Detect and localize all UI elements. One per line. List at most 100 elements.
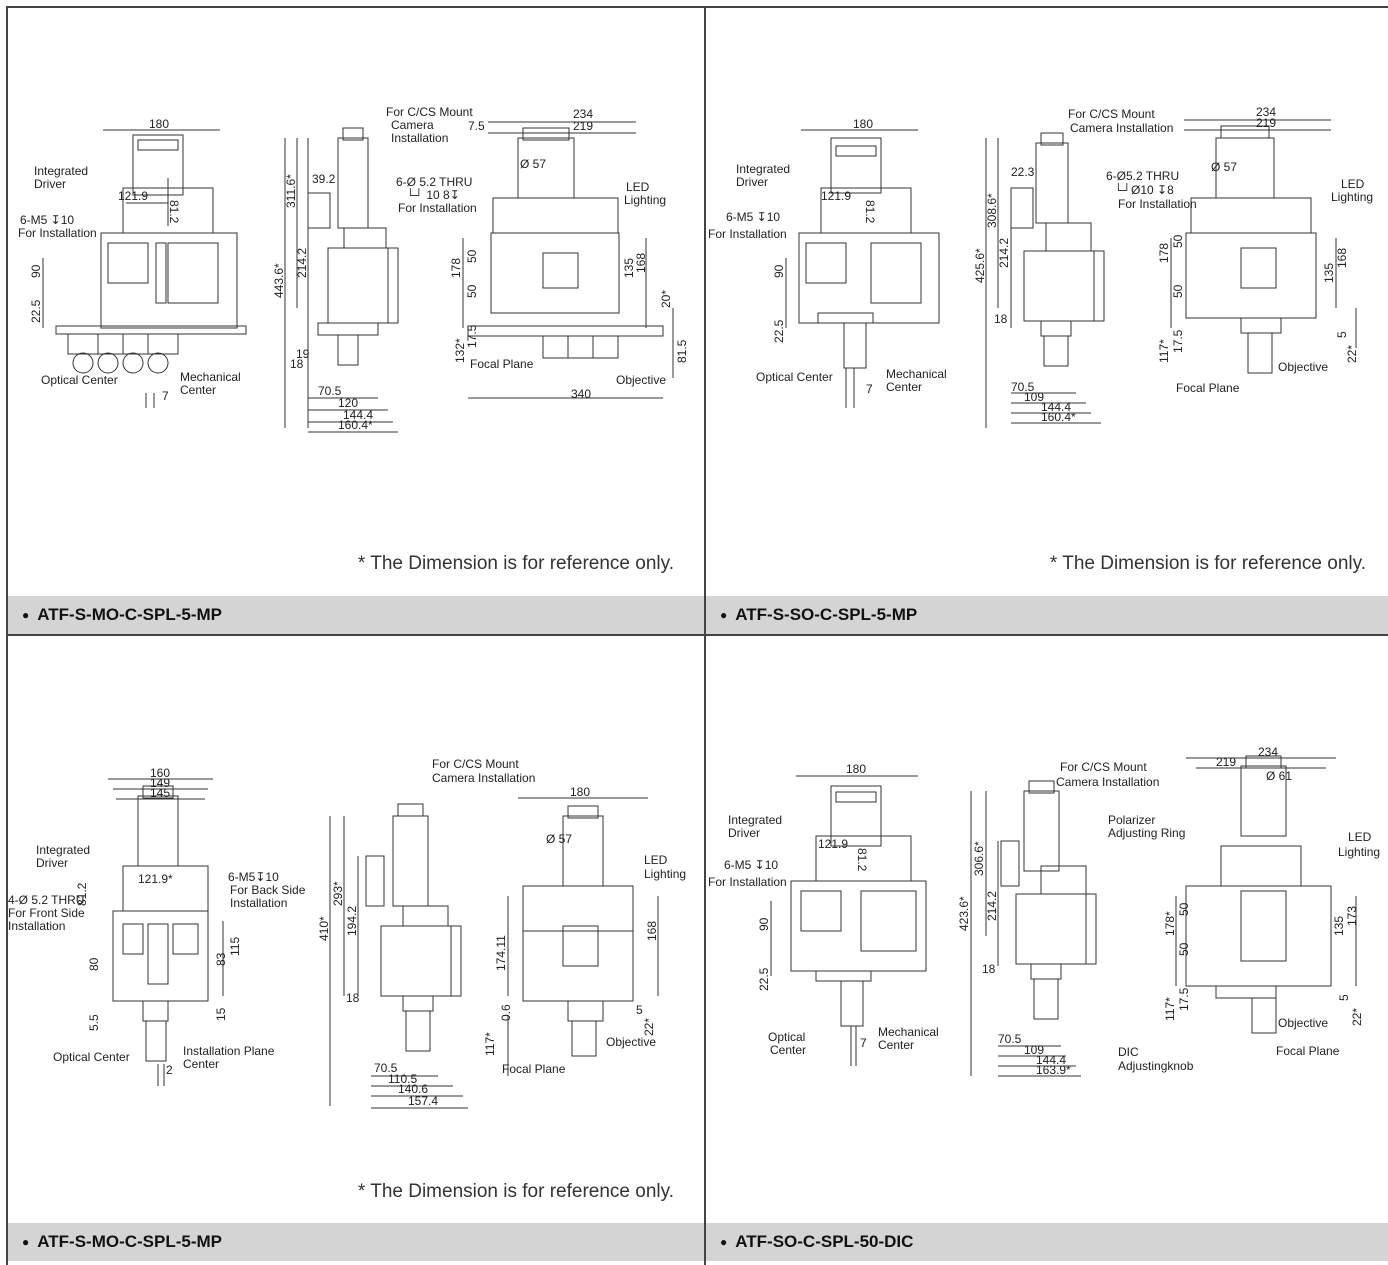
label-driver: Driver (728, 826, 760, 840)
dim-22-5: 22.5 (757, 967, 771, 991)
dim-214-2: 214.2 (295, 248, 309, 278)
label-cmount-2: Camera (391, 118, 434, 132)
label-lighting: Lighting (624, 193, 666, 207)
dim-214-2: 214.2 (997, 238, 1011, 268)
back-view (462, 121, 674, 399)
dim-214-2: 214.2 (985, 891, 999, 921)
label-dic: DIC (1118, 1045, 1139, 1059)
dim-70-5: 70.5 (374, 1061, 398, 1075)
label-driver: Driver (36, 856, 68, 870)
caption-text: ATF-S-MO-C-SPL-5-MP (37, 1232, 223, 1251)
label-objective: Objective (1278, 1016, 1328, 1030)
dim-7-5: 7.5 (468, 119, 485, 133)
dim-70-5: 70.5 (318, 384, 342, 398)
dim-20: 20* (659, 290, 673, 308)
dim-144-4: 144.4 (1036, 1053, 1066, 1067)
label-focal-plane: Focal Plane (470, 357, 534, 371)
dim-18: 18 (994, 312, 1008, 326)
dim-145: 145 (150, 786, 170, 800)
dim-110-5: 110.5 (388, 1072, 417, 1086)
dim-90: 90 (772, 264, 786, 278)
label-led: LED (1348, 830, 1372, 844)
dim-22: 22* (1350, 1008, 1364, 1026)
label-m5: 6-M5 ↧10 (726, 210, 780, 224)
dim-168: 168 (634, 253, 648, 273)
dim-50-a: 50 (1171, 234, 1185, 248)
side-view (329, 803, 468, 1109)
reference-note: * The Dimension is for reference only. (357, 553, 674, 574)
front-view (770, 775, 927, 1066)
label-thru-2: └┘ 10 8↧ (406, 188, 460, 202)
back-view (1170, 119, 1357, 374)
bullet-icon: ● (720, 1235, 728, 1249)
dim-308-6: 308.6* (985, 193, 999, 228)
label-cmount-1: For C/CS Mount (432, 757, 519, 771)
bullet-icon: ● (22, 608, 30, 622)
label-m5: 6-M5 ↧10 (20, 213, 74, 227)
dim-144-4: 144.4 (1041, 400, 1071, 414)
dim-234: 234 (573, 107, 593, 121)
dim-7: 7 (162, 389, 169, 403)
dim-117: 117* (1163, 997, 1177, 1021)
dim-phi-57: Ø 57 (1211, 160, 1237, 174)
label-center-left: Center (770, 1043, 806, 1057)
dim-17-5: 17.5 (1177, 987, 1191, 1011)
dim-117: 117* (483, 1032, 497, 1056)
label-led: LED (644, 853, 668, 867)
label-cmount-3: Installation (391, 131, 448, 145)
label-thru-3: For Installation (398, 201, 477, 215)
dim-180: 180 (570, 785, 590, 799)
dim-81-2: 81.2 (167, 200, 181, 224)
label-led: LED (626, 180, 650, 194)
dim-135: 135 (622, 258, 636, 278)
dim-50-b: 50 (1177, 942, 1191, 956)
dim-132: 132* (453, 338, 467, 363)
label-cmount-2: Camera Installation (432, 771, 535, 785)
label-lighting: Lighting (644, 867, 686, 881)
label-for-installation: For Installation (708, 875, 787, 889)
dim-22-5: 22.5 (772, 319, 786, 343)
dim-50-b: 50 (465, 284, 479, 298)
label-center: Center (886, 380, 922, 394)
label-focal-plane: Focal Plane (1176, 381, 1240, 395)
dim-180: 180 (149, 117, 169, 131)
label-mechanical: Mechanical (886, 367, 947, 381)
horizontal-divider (6, 634, 1388, 636)
dim-120: 120 (338, 396, 358, 410)
reference-note: * The Dimension is for reference only. (357, 1181, 674, 1202)
dim-22-5: 22.5 (29, 299, 43, 323)
dim-160-4: 160.4* (1041, 410, 1076, 424)
label-m5-c: Installation (230, 896, 287, 910)
dim-22: 22* (1345, 345, 1359, 363)
label-for-installation: For Installation (18, 226, 97, 240)
dim-83: 83 (214, 952, 228, 966)
label-m5-b: For Back Side (230, 883, 306, 897)
dim-5-5: 5.5 (87, 1014, 101, 1031)
side-view (970, 780, 1097, 1077)
dim-178: 178* (1163, 911, 1177, 936)
label-thru-1: 6-Ø 5.2 THRU (396, 175, 472, 189)
dim-160-4: 160.4* (338, 418, 373, 432)
caption-text: ATF-S-MO-C-SPL-5-MP (37, 605, 223, 624)
label-integrated: Integrated (728, 813, 782, 827)
dim-340: 340 (571, 387, 591, 401)
dim-121-9: 121.9* (138, 872, 173, 886)
dim-109: 109 (1024, 1043, 1044, 1057)
label-cmount-1: For C/CS Mount (1068, 107, 1155, 121)
dim-121-9: 121.9 (818, 837, 848, 851)
dim-234: 234 (1258, 745, 1278, 759)
dim-174-11: 174.11 (494, 935, 508, 971)
bullet-icon: ● (720, 608, 728, 622)
label-thru-3: For Installation (1118, 197, 1197, 211)
dim-22: 22* (642, 1018, 656, 1036)
dim-7: 7 (860, 1036, 867, 1050)
label-m5-a: 6-M5↧10 (228, 870, 279, 884)
dim-5: 5 (636, 1003, 643, 1017)
label-center: Center (878, 1038, 914, 1052)
front-view (108, 778, 224, 1086)
dim-311-6: 311.6* (284, 174, 298, 208)
dim-5: 5 (1335, 331, 1349, 338)
dim-81-5: 81.5 (675, 339, 689, 363)
dim-443-6: 443.6* (272, 263, 286, 298)
dim-117: 117* (1157, 339, 1171, 363)
